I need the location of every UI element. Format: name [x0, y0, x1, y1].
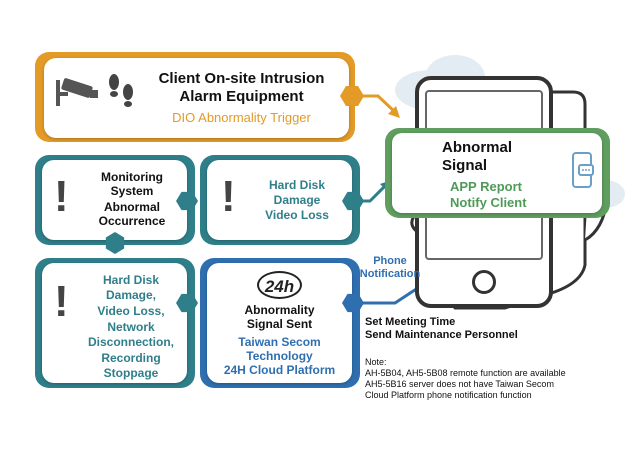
- exclamation-icon: !: [54, 277, 69, 326]
- meeting-line-1: Set Meeting Time: [365, 316, 456, 328]
- top-box-subtitle: DIO Abnormality Trigger: [172, 110, 311, 125]
- monitoring-connector-right: [176, 191, 198, 211]
- exclamation-icon: !: [54, 172, 69, 221]
- phone-notice: Abnormal Signal APP Report Notify Client: [392, 133, 602, 213]
- signal-connector-right: [342, 293, 364, 313]
- footprints-icon: [109, 74, 133, 107]
- note-line-2: AH5-5B16 server does not have Taiwan Sec…: [365, 379, 554, 389]
- disk-connector-right: [342, 191, 364, 211]
- signal-box: 24h Abnormality Signal Sent Taiwan Secom…: [207, 263, 352, 383]
- monitoring-line-1: Monitoring: [101, 170, 163, 184]
- exclamation-icon: !: [221, 172, 236, 221]
- note-line-3: Cloud Platform phone notification functi…: [365, 390, 532, 400]
- arrow-disk-to-phone: [362, 183, 388, 203]
- phone-chat-icon: [572, 152, 594, 188]
- disk-line-2: Damage: [273, 193, 321, 207]
- left-bottom-line-3: Video Loss,: [97, 304, 165, 318]
- phone-notification-line-1: Phone: [373, 255, 407, 267]
- note-line-1: AH-5B04, AH5-5B08 remote function are av…: [365, 368, 566, 378]
- monitoring-line-2: System: [110, 184, 154, 198]
- top-box-title-2: Alarm Equipment: [179, 88, 304, 105]
- monitoring-line-3: Abnormal: [103, 200, 160, 214]
- left-bottom-line-4: Network: [107, 320, 155, 334]
- top-box-title-1: Client On-site Intrusion: [158, 70, 325, 87]
- signal-sub-1: Taiwan Secom: [238, 335, 321, 349]
- signal-title-1: Abnormality: [244, 303, 315, 317]
- signal-sub-3: 24H Cloud Platform: [223, 363, 336, 377]
- left-bottom-box: ! Hard Disk Damage, Video Loss, Network …: [42, 263, 187, 383]
- clock-24h-icon: 24h: [257, 271, 302, 299]
- phone-notice-sub-2: Notify Client: [450, 195, 527, 210]
- top-box: Client On-site Intrusion Alarm Equipment…: [44, 58, 349, 138]
- top-box-connector: [340, 86, 364, 106]
- disk-line-3: Video Loss: [265, 208, 329, 222]
- phone-home-button: [472, 270, 496, 294]
- phone-notice-sub-1: APP Report: [450, 179, 522, 194]
- monitoring-connector-down: [105, 232, 125, 254]
- phone-notice-title-1: Abnormal: [442, 139, 513, 156]
- meeting-line-2: Send Maintenance Personnel: [365, 329, 518, 341]
- disk-box: ! Hard Disk Damage Video Loss: [207, 160, 352, 240]
- phone-notification-line-2: Notification: [359, 268, 421, 280]
- note-title: Note:: [365, 357, 387, 367]
- left-bottom-connector-right: [176, 293, 198, 313]
- left-bottom-line-5: Disconnection,: [87, 335, 174, 349]
- arrow-top-to-phone: [362, 94, 397, 114]
- phone-notice-title-2: Signal: [442, 157, 488, 174]
- signal-sub-2: Technology: [246, 349, 313, 363]
- monitoring-line-4: Occurrence: [98, 214, 166, 228]
- arrow-top-head: [388, 106, 400, 118]
- left-bottom-line-7: Stoppage: [103, 366, 159, 380]
- left-bottom-line-6: Recording: [101, 351, 161, 365]
- disk-line-1: Hard Disk: [268, 178, 326, 192]
- left-bottom-line-2: Damage,: [105, 288, 157, 302]
- signal-title-2: Signal Sent: [246, 317, 313, 331]
- left-bottom-line-1: Hard Disk: [102, 273, 160, 287]
- monitoring-box: ! Monitoring System Abnormal Occurrence: [42, 160, 187, 240]
- cctv-camera-icon: [56, 78, 98, 106]
